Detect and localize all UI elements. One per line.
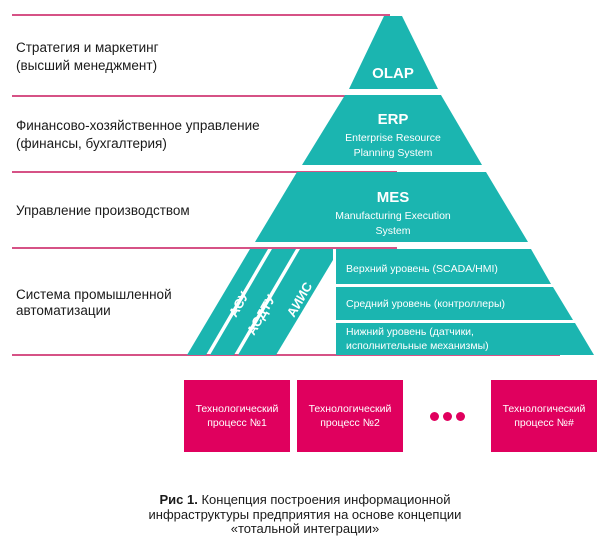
figure-caption: Рис 1. Концепция построения информационн… — [80, 492, 530, 537]
tier-erp-title: ERP — [378, 111, 409, 128]
caption-line: инфраструктуры предприятия на основе кон… — [148, 506, 462, 522]
tier-mes — [255, 172, 528, 242]
level-label-automation: Система промышленной — [16, 287, 172, 302]
tier-erp-subtitle: Enterprise Resource — [345, 132, 441, 144]
sublevel-middle — [336, 287, 573, 320]
caption-line: «тотальной интеграции» — [230, 521, 380, 536]
process-box-n: Технологический процесс №# — [491, 380, 597, 452]
process-box-label: процесс №# — [514, 417, 574, 429]
sublevel-bottom-label: исполнительные механизмы) — [346, 340, 489, 352]
ellipsis-dot — [456, 412, 465, 421]
level-label-automation-sub: автоматизации — [16, 303, 111, 318]
diagonal-asu — [187, 249, 268, 355]
diagonal-asdtu — [210, 249, 296, 355]
caption-text: Концепция построения информационной — [197, 492, 451, 507]
sublevel-bottom-label: Нижний уровень (датчики, — [346, 326, 474, 338]
process-box-2: Технологический процесс №2 — [297, 380, 403, 452]
sublevel-top-label: Верхний уровень (SCADA/HMI) — [346, 263, 498, 275]
caption-prefix: Рис 1. — [159, 492, 198, 507]
tier-mes-title: MES — [377, 189, 410, 206]
process-box-label: Технологический — [195, 403, 279, 415]
process-box-label: Технологический — [502, 403, 586, 415]
tier-olap — [349, 16, 438, 89]
tier-erp — [302, 95, 482, 165]
tier-mes-subtitle: Manufacturing Execution — [335, 210, 451, 222]
sublevel-bottom — [336, 323, 594, 355]
level-label-finance-sub: (финансы, бухгалтерия) — [16, 136, 167, 151]
tier-mes-subtitle: System — [375, 225, 410, 237]
process-box-label: Технологический — [308, 403, 392, 415]
diagonal-aiis — [238, 249, 333, 355]
ellipsis-dot — [430, 412, 439, 421]
level-label-finance: Финансово-хозяйственное управление — [16, 118, 260, 133]
process-box-label: процесс №2 — [320, 417, 380, 429]
level-label-production: Управление производством — [16, 203, 190, 218]
level-label-strategy-sub: (высший менеджмент) — [16, 58, 157, 73]
caption-line: Рис 1. Концепция построения информационн… — [80, 492, 530, 508]
tier-erp-subtitle: Planning System — [354, 147, 433, 159]
sublevel-top — [336, 249, 551, 284]
sublevel-middle-label: Средний уровень (контроллеры) — [346, 298, 505, 310]
process-box-label: процесс №1 — [207, 417, 267, 429]
tier-olap-title: OLAP — [372, 65, 414, 82]
level-label-strategy: Стратегия и маркетинг — [16, 40, 159, 55]
ellipsis-dot — [443, 412, 452, 421]
process-box-1: Технологический процесс №1 — [184, 380, 290, 452]
